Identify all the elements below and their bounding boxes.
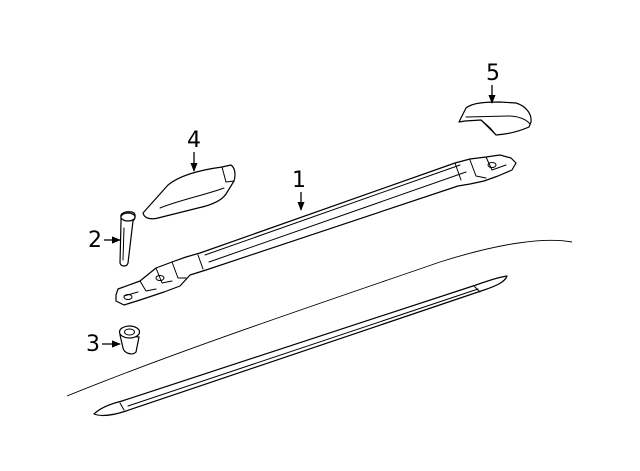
roof-rail-part-1 [115, 154, 517, 306]
pin-clip-part-2 [119, 211, 136, 267]
callout-label-5: 5 [486, 61, 500, 86]
callout-label-4: 4 [187, 128, 201, 153]
callout-5: 5 [486, 61, 500, 104]
callout-label-1: 1 [292, 168, 306, 193]
callout-1: 1 [292, 168, 306, 211]
callout-3: 3 [86, 332, 121, 357]
callout-2: 2 [88, 228, 121, 253]
callout-4: 4 [187, 128, 201, 172]
roof-molding-strip [93, 275, 508, 417]
callout-label-2: 2 [88, 228, 102, 253]
rear-end-cover-part-5 [458, 101, 532, 136]
grommet-part-3 [118, 325, 141, 355]
front-end-cover-part-4 [142, 164, 236, 220]
callout-label-3: 3 [86, 332, 100, 357]
roof-contour-line [66, 239, 573, 397]
